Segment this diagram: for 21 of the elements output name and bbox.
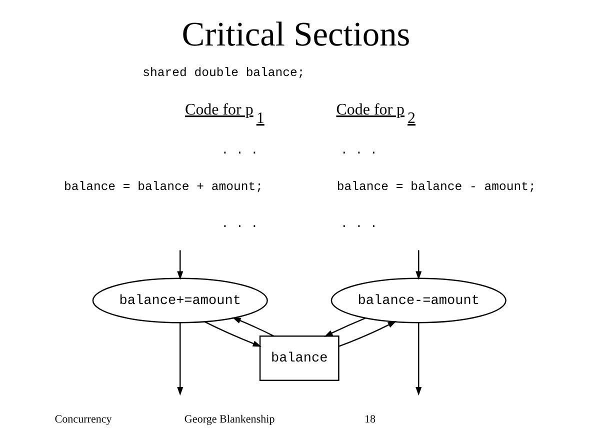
arrow bbox=[416, 250, 422, 280]
arrow bbox=[204, 321, 262, 347]
diagram-title: Critical Sections bbox=[182, 16, 410, 54]
arrow bbox=[324, 318, 366, 337]
label: . . . bbox=[340, 143, 378, 158]
arrow bbox=[177, 322, 184, 396]
label: balance = balance + amount; bbox=[64, 180, 263, 194]
label: shared double balance; bbox=[142, 66, 305, 80]
label: George Blankenship bbox=[184, 413, 275, 426]
label: . . . bbox=[221, 143, 258, 158]
arrow bbox=[177, 250, 184, 280]
label: . . . bbox=[221, 217, 258, 232]
label: . . . bbox=[340, 217, 378, 232]
arrow bbox=[416, 322, 422, 396]
arrow bbox=[232, 317, 274, 337]
node-box: balance bbox=[259, 336, 340, 382]
node-ellipse: balance-=amount bbox=[330, 278, 506, 324]
label: balance = balance - amount; bbox=[336, 180, 536, 194]
arrow bbox=[338, 321, 396, 347]
label: Concurrency bbox=[54, 413, 112, 426]
label: 18 bbox=[364, 413, 376, 426]
